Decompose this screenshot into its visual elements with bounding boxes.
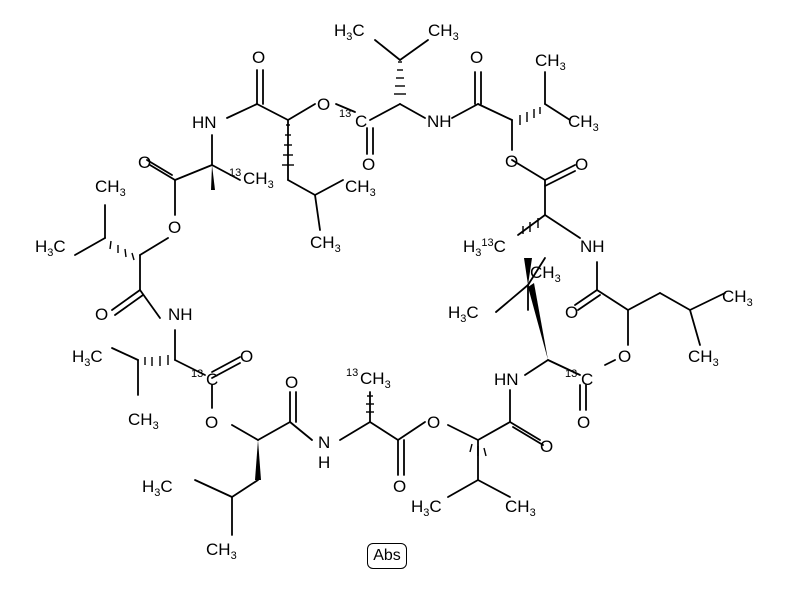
methyl-label: CH3 xyxy=(568,112,599,134)
amine-label: NH xyxy=(168,305,193,324)
oxygen-label: O xyxy=(205,413,218,432)
methyl-label: CH3 xyxy=(360,369,391,391)
wedge-bond xyxy=(524,258,532,285)
methyl-label: CH3 xyxy=(530,263,561,285)
oxygen-label: O xyxy=(577,413,590,432)
isotope-label: 13 xyxy=(346,367,358,379)
hash-bond xyxy=(144,355,169,366)
methyl-label: CH3 xyxy=(128,410,159,432)
oxygen-label: O xyxy=(575,155,588,174)
carbon-label: C xyxy=(355,112,367,131)
oxygen-label: O xyxy=(540,437,553,456)
hash-bond xyxy=(109,240,135,261)
isotope-methyl-label: H313C xyxy=(463,237,506,259)
methyl-label: H3C xyxy=(334,21,365,43)
hash-bond xyxy=(366,395,374,413)
methyl-label: CH3 xyxy=(206,540,237,562)
methyl-label: H3C xyxy=(448,303,479,325)
oxygen-label: O xyxy=(393,477,406,496)
bonds xyxy=(74,39,726,536)
oxygen-label: O xyxy=(505,152,518,171)
hash-bond xyxy=(469,443,487,457)
hash-bond xyxy=(282,124,294,166)
methyl-label: H3C xyxy=(35,237,66,259)
isotope-label: 13 xyxy=(191,368,203,380)
hash-bond xyxy=(394,61,406,95)
oxygen-label: O xyxy=(168,218,181,237)
oxygen-label: O xyxy=(285,373,298,392)
methyl-label: CH3 xyxy=(505,497,536,519)
oxygen-label: O xyxy=(317,95,330,114)
amine-h-label: H xyxy=(318,453,330,472)
amine-label: HN xyxy=(192,113,217,132)
wedge-bonds xyxy=(211,165,548,480)
isotope-label: 13 xyxy=(229,167,241,179)
atom-labels: O HN O 13 C O H3C CH3 NH O CH3 CH3 O O H… xyxy=(35,21,753,562)
amine-label: NH xyxy=(580,237,605,256)
oxygen-label: O xyxy=(138,153,151,172)
absolute-stereo-badge: Abs xyxy=(367,543,407,569)
methyl-label: CH3 xyxy=(95,177,126,199)
methyl-label: CH3 xyxy=(722,287,753,309)
methyl-label: H3C xyxy=(411,497,442,519)
isotope-label: 13 xyxy=(565,368,577,380)
hash-bond xyxy=(522,218,539,234)
methyl-label: H3C xyxy=(142,477,173,499)
oxygen-label: O xyxy=(95,305,108,324)
oxygen-label: O xyxy=(427,413,440,432)
carbon-label: C xyxy=(581,370,593,389)
oxygen-label: O xyxy=(470,48,483,67)
amine-label: HN xyxy=(494,370,519,389)
methyl-label: CH3 xyxy=(345,177,376,199)
wedge-bond xyxy=(255,440,261,480)
carbon-label: C xyxy=(206,370,218,389)
methyl-label: CH3 xyxy=(310,233,341,255)
methyl-label: CH3 xyxy=(243,169,274,191)
methyl-label: CH3 xyxy=(535,51,566,73)
hash-bonds xyxy=(109,61,541,457)
isotope-label: 13 xyxy=(339,108,351,120)
wedge-bond xyxy=(528,283,548,360)
methyl-label: CH3 xyxy=(688,347,719,369)
methyl-label: H3C xyxy=(72,347,103,369)
amine-label: NH xyxy=(427,112,452,131)
oxygen-label: O xyxy=(565,303,578,322)
wedge-bond xyxy=(211,165,215,190)
hash-bond xyxy=(519,107,541,125)
oxygen-label: O xyxy=(252,48,265,67)
methyl-label: CH3 xyxy=(428,21,459,43)
oxygen-label: O xyxy=(618,347,631,366)
amine-n-label: N xyxy=(318,433,330,452)
oxygen-label: O xyxy=(240,347,253,366)
oxygen-label: O xyxy=(362,155,375,174)
